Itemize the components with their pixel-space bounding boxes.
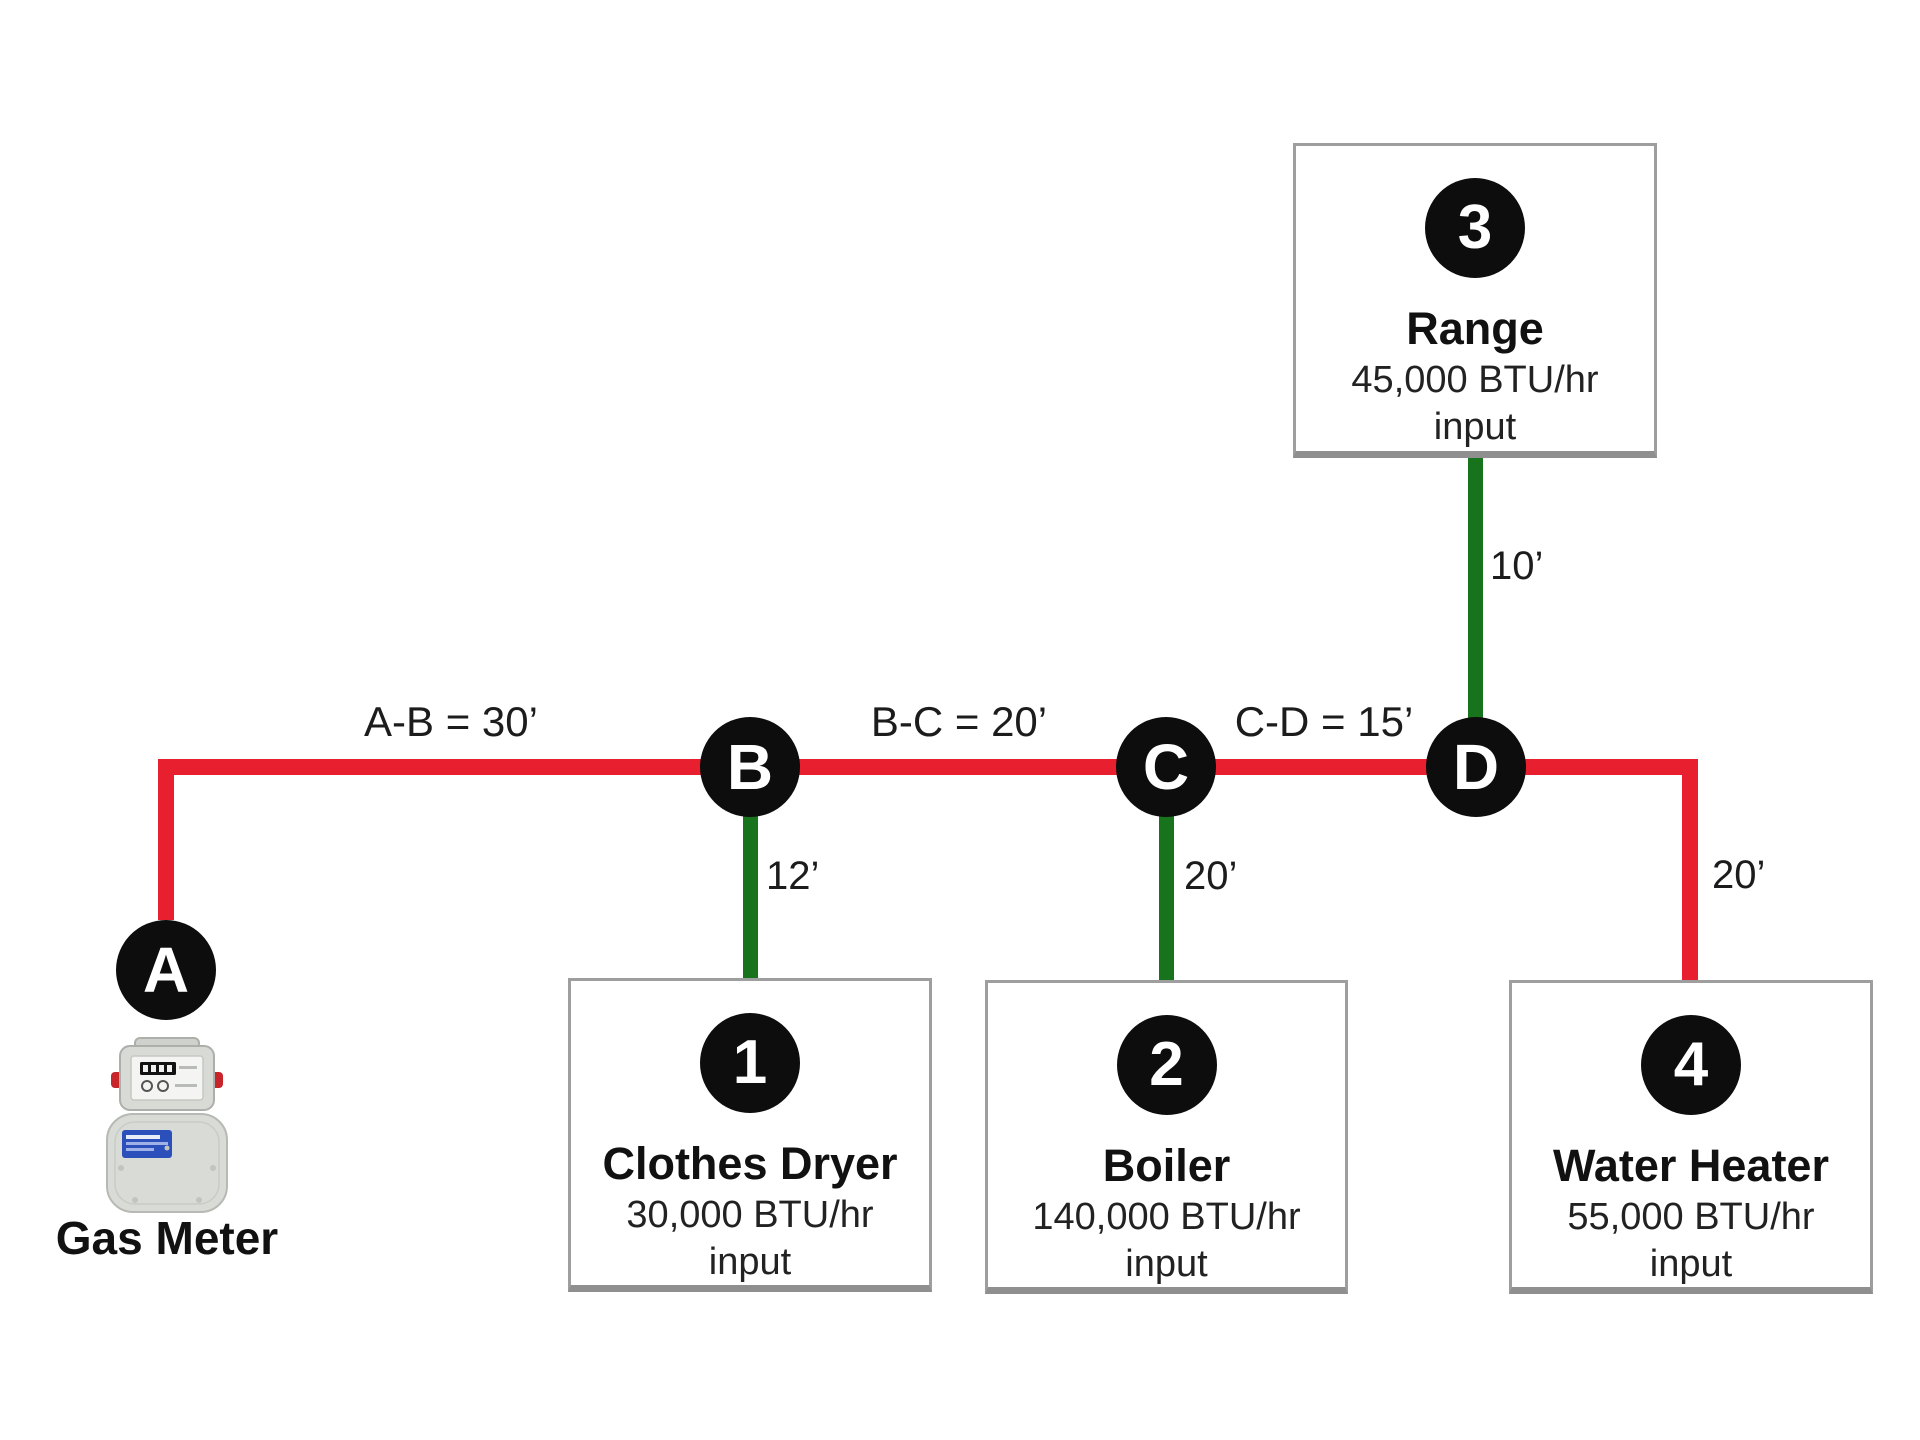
node-c: C bbox=[1116, 717, 1216, 817]
appliance-rating: 140,000 BTU/hr bbox=[1032, 1196, 1301, 1238]
appliance-name: Boiler bbox=[1102, 1140, 1231, 1191]
branch-pipe-to-dryer bbox=[743, 767, 758, 978]
segment-label-b-c: B-C = 20’ bbox=[870, 698, 1048, 745]
main-pipe-drop-to-meter bbox=[158, 759, 174, 920]
branch-pipe-to-range bbox=[1468, 458, 1483, 767]
appliance-number-badge: 4 bbox=[1641, 1015, 1741, 1115]
appliance-rating-suffix: input bbox=[1649, 1243, 1733, 1285]
node-d: D bbox=[1426, 717, 1526, 817]
appliance-number-badge: 1 bbox=[700, 1013, 800, 1113]
appliance-box-boiler: 2 Boiler 140,000 BTU/hr input bbox=[985, 980, 1348, 1294]
segment-label-c-d: C-D = 15’ bbox=[1234, 698, 1414, 745]
branch-length-dryer: 12’ bbox=[766, 854, 820, 898]
node-d-label: D bbox=[1452, 731, 1500, 803]
appliance-name: Clothes Dryer bbox=[602, 1138, 898, 1189]
appliance-rating-suffix: input bbox=[708, 1241, 792, 1283]
appliance-rating: 55,000 BTU/hr bbox=[1567, 1196, 1815, 1238]
branch-length-range: 10’ bbox=[1490, 544, 1544, 588]
appliance-number-badge: 2 bbox=[1116, 1015, 1217, 1115]
appliance-rating-suffix: input bbox=[1125, 1243, 1208, 1285]
node-a-label: A bbox=[142, 934, 190, 1006]
node-a: A bbox=[116, 920, 216, 1020]
node-b-label: B bbox=[726, 731, 774, 803]
node-b: B bbox=[700, 717, 800, 817]
node-c-label: C bbox=[1142, 731, 1190, 803]
gas-meter-image bbox=[106, 1037, 228, 1213]
gas-meter-label: Gas Meter bbox=[55, 1212, 279, 1264]
appliance-name: Range bbox=[1406, 303, 1544, 354]
appliance-box-water-heater: 4 Water Heater 55,000 BTU/hr input bbox=[1509, 980, 1873, 1294]
main-pipe-horizontal bbox=[158, 759, 1698, 775]
branch-length-boiler: 20’ bbox=[1184, 854, 1238, 898]
appliance-rating: 45,000 BTU/hr bbox=[1351, 359, 1599, 401]
segment-label-a-b: A-B = 30’ bbox=[364, 698, 538, 745]
appliance-box-range: 3 Range 45,000 BTU/hr input bbox=[1293, 143, 1657, 458]
appliance-name: Water Heater bbox=[1553, 1140, 1829, 1191]
appliance-rating: 30,000 BTU/hr bbox=[626, 1194, 874, 1236]
appliance-box-clothes-dryer: 1 Clothes Dryer 30,000 BTU/hr input bbox=[568, 978, 932, 1292]
main-pipe-drop-to-water-heater bbox=[1682, 759, 1698, 980]
branch-length-water-heater: 20’ bbox=[1712, 853, 1766, 897]
appliance-rating-suffix: input bbox=[1433, 406, 1517, 448]
appliance-number-badge: 3 bbox=[1425, 178, 1525, 278]
branch-pipe-to-boiler bbox=[1159, 767, 1174, 980]
